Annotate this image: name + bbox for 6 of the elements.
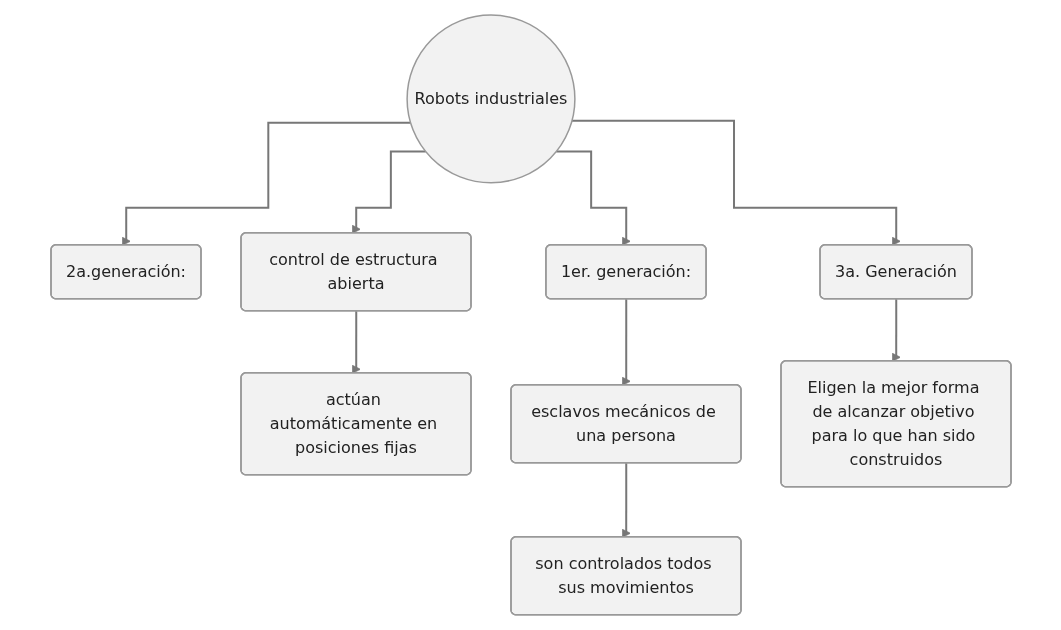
arrow xyxy=(351,150,427,234)
arrow xyxy=(351,310,361,374)
arrow xyxy=(621,462,631,538)
arrow xyxy=(891,298,901,362)
arrow xyxy=(621,298,631,386)
node-circle: Robots industriales xyxy=(405,14,576,184)
